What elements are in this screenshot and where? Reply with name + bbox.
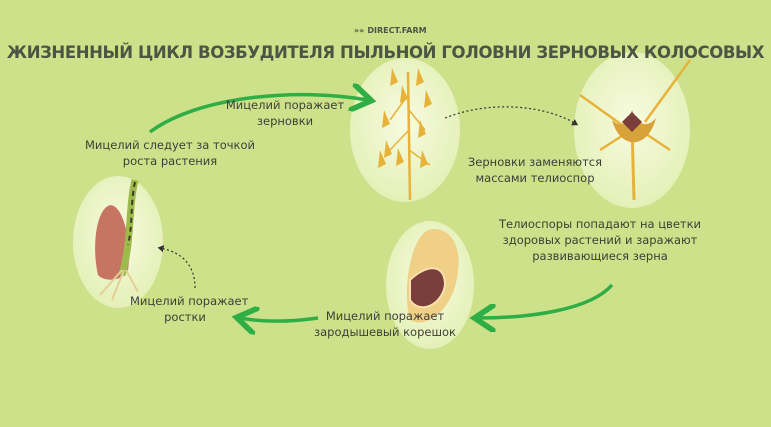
brand-logo: »»DIRECT.FARM [354, 26, 427, 35]
label-line: Мицелий поражает [225, 98, 345, 112]
brand-name: DIRECT.FARM [367, 26, 427, 35]
label-line: массами телиоспор [475, 171, 595, 185]
stage-label-infection: Телиоспоры попадают на цветки здоровых ра… [490, 216, 710, 264]
stage-label-root: Мицелий поражает зародышевый корешок [305, 308, 465, 340]
smutted-spike-icon [579, 59, 692, 201]
oat-oval [350, 58, 460, 202]
label-line: Мицелий поражает [325, 309, 445, 323]
chevrons-icon: »» [354, 26, 365, 35]
stage-label-growth-point: Мицелий следует за точкой роста растения [80, 137, 260, 169]
label-line: развивающиеся зерна [532, 249, 668, 263]
arrow-to-root [478, 283, 614, 318]
label-line: роста растения [122, 154, 218, 168]
infected-seed-icon [406, 229, 459, 323]
label-line: Зерновки заменяются [467, 155, 603, 169]
infected-seedling-icon [95, 179, 139, 301]
stage-label-sprouts: Мицелий поражает ростки [130, 293, 249, 325]
dotted-arrow-spores [444, 106, 579, 126]
label-line: Телиоспоры попадают на цветки [498, 217, 702, 231]
label-line: зерновки [256, 114, 314, 128]
arrow-to-grains [148, 95, 368, 134]
label-line: здоровых растений и заражают [502, 233, 698, 247]
label-line: Мицелий поражает [130, 294, 249, 308]
stage-label-grains: Мицелий поражает зерновки [225, 97, 345, 129]
arrow-to-sprouts [240, 318, 319, 321]
label-line: зародышевый корешок [314, 325, 456, 339]
label-line: ростки [164, 310, 206, 324]
stage-label-teliospores: Зерновки заменяются массами телиоспор [465, 154, 605, 186]
dotted-arrow-sprouts [157, 245, 196, 289]
oat-panicle-icon [378, 68, 432, 201]
page-title: ЖИЗНЕННЫЙ ЦИКЛ ВОЗБУДИТЕЛЯ ПЫЛЬНОЙ ГОЛОВ… [6, 43, 765, 62]
label-line: Мицелий следует за точкой [85, 138, 255, 152]
